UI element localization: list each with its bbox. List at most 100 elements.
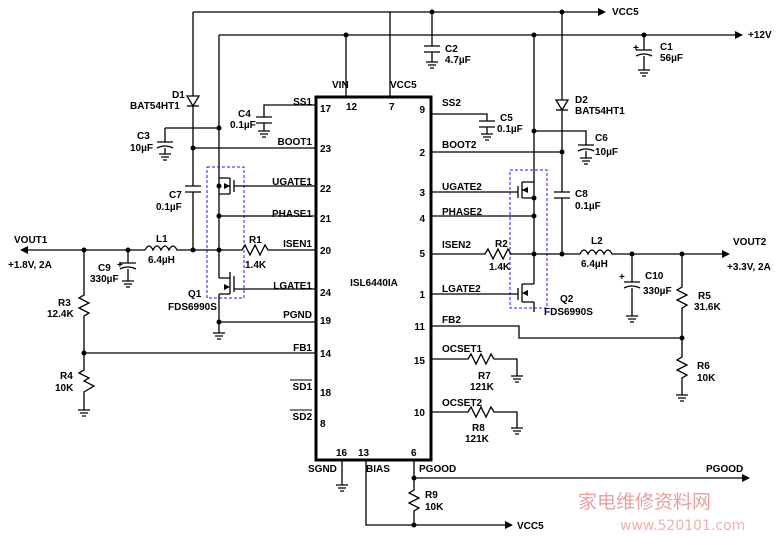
vout1-arrow	[20, 246, 28, 254]
r2	[431, 247, 534, 261]
c1	[635, 35, 653, 70]
c1-value: 56µF	[660, 53, 683, 64]
pin-label-boot2: BOOT2	[442, 140, 477, 151]
d1-value: BAT54HT1	[130, 101, 180, 112]
pin-label-isen2: ISEN2	[442, 240, 471, 251]
watermark-url: www.520101.com	[620, 518, 745, 534]
c9-plus: +	[117, 260, 123, 271]
pin-label-boot1: BOOT1	[278, 137, 313, 148]
c4-value: 0.1µF	[230, 120, 256, 131]
pin-label-lgate1: LGATE1	[273, 281, 312, 292]
c8-ref: C8	[575, 189, 588, 200]
l2-vout2-wire	[534, 249, 722, 256]
pin-num-14: 14	[320, 349, 332, 360]
pgnd-gnd	[213, 332, 225, 340]
pin-num-15: 15	[414, 356, 426, 367]
ic-name: ISL6440IA	[350, 278, 398, 289]
vout2-arrow	[722, 250, 730, 258]
pin-label-pgood: PGOOD	[419, 464, 456, 475]
c5-gnd	[481, 133, 493, 141]
pin-num-22: 22	[320, 184, 332, 195]
pin-num-21: 21	[320, 214, 332, 225]
vout1-spec: +1.8V, 2A	[8, 260, 52, 271]
c2-value: 4.7µF	[445, 55, 471, 66]
r6-ref: R6	[697, 361, 710, 372]
r9-value: 10K	[425, 502, 444, 513]
c6	[534, 130, 595, 158]
r7	[431, 352, 518, 376]
r8-ref: R8	[472, 423, 485, 434]
pin-num-18: 18	[320, 388, 332, 399]
q1-ref: Q1	[188, 289, 202, 300]
pin-label-vcc5: VCC5	[390, 80, 417, 91]
pin-label-phase2: PHASE2	[442, 207, 482, 218]
l2-value: 6.4µH	[581, 259, 608, 270]
r8-gnd	[511, 427, 523, 435]
pin-num-13: 13	[358, 448, 370, 459]
fb2-wire	[431, 325, 682, 339]
pin-label-fb2: FB2	[442, 315, 461, 326]
c7-ref: C7	[169, 190, 182, 201]
c6-value: 10µF	[595, 147, 618, 158]
r6-gnd	[676, 394, 688, 402]
c8-value: 0.1µF	[575, 201, 601, 212]
pin-label-phase1: PHASE1	[272, 209, 312, 220]
left-pins: SS1 17 BOOT1 23 UGATE1 22 PHASE1 21 ISEN…	[272, 97, 332, 430]
r1-value: 1.4K	[245, 260, 267, 271]
pin-label-sd1: SD1	[293, 382, 313, 393]
net-vcc5-bottom: VCC5	[517, 521, 544, 532]
r5	[675, 254, 689, 338]
r3-value: 12.4K	[47, 309, 74, 320]
pin-label-isen1: ISEN1	[283, 239, 312, 250]
r4	[77, 353, 96, 410]
pin-num-6: 6	[411, 448, 417, 459]
pin-label-sgnd: SGND	[308, 464, 337, 475]
c5-value: 0.1µF	[497, 124, 523, 135]
c2-gnd	[426, 61, 438, 69]
pin-label-ocset2: OCSET2	[442, 398, 482, 409]
r4-ref: R4	[60, 371, 73, 382]
c2-ref: C2	[445, 44, 458, 55]
r4-value: 10K	[55, 383, 74, 394]
d1-body	[185, 95, 201, 108]
c10-ref: C10	[645, 271, 664, 282]
q1-value: FDS6990S	[168, 302, 217, 313]
r6-value: 10K	[697, 373, 716, 384]
d2-body	[554, 99, 570, 112]
r8	[431, 405, 518, 428]
c1-ref: C1	[660, 42, 673, 53]
pin-label-ss1: SS1	[293, 97, 312, 108]
c5-ref: C5	[500, 113, 513, 124]
l1	[144, 245, 219, 252]
c9-ref: C9	[98, 263, 111, 274]
q1-lower-fet	[218, 216, 316, 295]
v12-arrow	[735, 31, 743, 39]
c1-gnd	[638, 69, 650, 77]
l2-ref: L2	[591, 236, 603, 247]
ic-body	[314, 95, 433, 462]
pin-num-8: 8	[320, 419, 326, 430]
pin-num-23: 23	[320, 144, 332, 155]
pgood-arrow	[742, 474, 750, 482]
q2-value: FDS6990S	[544, 307, 593, 318]
pin-num-11: 11	[414, 322, 425, 333]
c2	[424, 12, 440, 62]
q1-package-outline	[206, 166, 245, 299]
c7-value: 0.1µF	[156, 202, 182, 213]
pin-num-5: 5	[419, 249, 425, 260]
pgood-wire	[413, 460, 742, 479]
c10	[623, 254, 641, 316]
pin-num-16: 16	[336, 448, 348, 459]
c3-value: 10µF	[130, 143, 153, 154]
pin-num-4: 4	[419, 214, 425, 225]
pin-label-ugate1: UGATE1	[272, 177, 312, 188]
c8	[554, 152, 570, 254]
r4-gnd	[78, 409, 90, 417]
c9-gnd	[122, 280, 134, 288]
r5-value: 31.6K	[694, 302, 721, 313]
q2-ref: Q2	[560, 294, 574, 305]
r2-ref: R2	[495, 239, 508, 250]
r7-ref: R7	[478, 371, 491, 382]
c3-ref: C3	[137, 131, 150, 142]
